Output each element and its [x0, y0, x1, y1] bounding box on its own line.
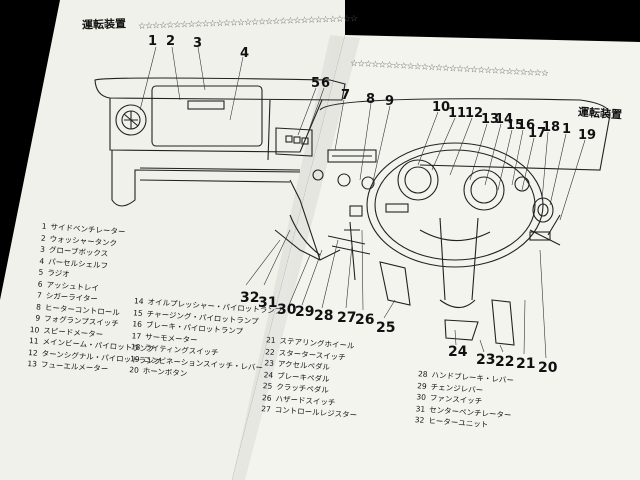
- callout-31: 31: [258, 295, 278, 311]
- legend-number: 9: [35, 313, 41, 323]
- legend-number: 30: [416, 392, 427, 402]
- callout-29: 29: [295, 304, 315, 320]
- callout-10: 10: [432, 100, 451, 115]
- callout-9: 9: [385, 94, 395, 109]
- callout-1-left: 1: [148, 34, 158, 49]
- callout-14: 14: [495, 112, 514, 127]
- legend-number: 5: [38, 267, 44, 277]
- callout-4: 4: [240, 46, 250, 61]
- legend-number: 22: [264, 346, 276, 357]
- legend-number: 4: [39, 256, 45, 266]
- callout-6: 6: [321, 76, 331, 91]
- legend-number: 18: [130, 342, 141, 352]
- legend-number: 8: [35, 301, 42, 312]
- legend-text: ホーンボタン: [142, 366, 188, 379]
- legend-number: 24: [263, 369, 274, 380]
- legend-number: 11: [28, 336, 39, 346]
- callout-18: 18: [542, 120, 561, 135]
- legend-number: 12: [27, 347, 39, 358]
- callout-13: 13: [481, 112, 500, 127]
- legend-number: 15: [132, 307, 144, 318]
- legend-number: 17: [131, 330, 142, 341]
- callout-32: 32: [240, 290, 260, 306]
- callout-16: 16: [517, 118, 536, 133]
- legend-number: 14: [133, 296, 144, 306]
- callout-24: 24: [448, 344, 468, 360]
- legend-number: 10: [29, 324, 40, 335]
- legend-number: 6: [37, 279, 43, 289]
- legend-number: 20: [128, 365, 140, 375]
- legend-number: 31: [415, 403, 426, 414]
- legend-number: 29: [416, 380, 428, 391]
- callout-19: 19: [578, 128, 597, 143]
- legend-text: ラジオ: [47, 268, 70, 279]
- callout-30: 30: [277, 302, 297, 318]
- legend-number: 19: [129, 353, 140, 364]
- callout-20: 20: [538, 360, 558, 376]
- legend-number: 7: [36, 290, 43, 300]
- legend-number: 27: [260, 404, 272, 414]
- callout-11: 11: [448, 106, 467, 121]
- callout-21: 21: [516, 356, 536, 372]
- callout-5: 5: [311, 76, 321, 91]
- callout-28: 28: [314, 308, 334, 324]
- callout-26: 26: [355, 312, 375, 328]
- callout-22: 22: [495, 354, 515, 370]
- legend-number: 1: [41, 221, 47, 231]
- legend-number: 28: [417, 369, 428, 379]
- callout-25: 25: [376, 320, 396, 336]
- legend-number: 23: [264, 358, 275, 368]
- legend-number: 2: [40, 233, 47, 243]
- callout-3: 3: [193, 36, 203, 51]
- legend-number: 13: [27, 358, 38, 369]
- legend-number: 21: [265, 335, 276, 345]
- callout-8: 8: [366, 92, 376, 107]
- callout-2: 2: [166, 34, 176, 49]
- legend-number: 3: [39, 244, 46, 254]
- callout-1-right: 1: [562, 122, 572, 137]
- legend-number: 25: [262, 381, 273, 391]
- callout-7: 7: [341, 88, 351, 103]
- callout-23: 23: [476, 352, 496, 368]
- callout-15: 15: [506, 118, 525, 133]
- legend-number: 32: [414, 415, 425, 425]
- callout-27: 27: [337, 310, 357, 326]
- legend-number: 16: [132, 319, 143, 329]
- legend-number: 26: [261, 392, 272, 403]
- callout-12: 12: [465, 106, 484, 121]
- callout-17: 17: [528, 126, 547, 141]
